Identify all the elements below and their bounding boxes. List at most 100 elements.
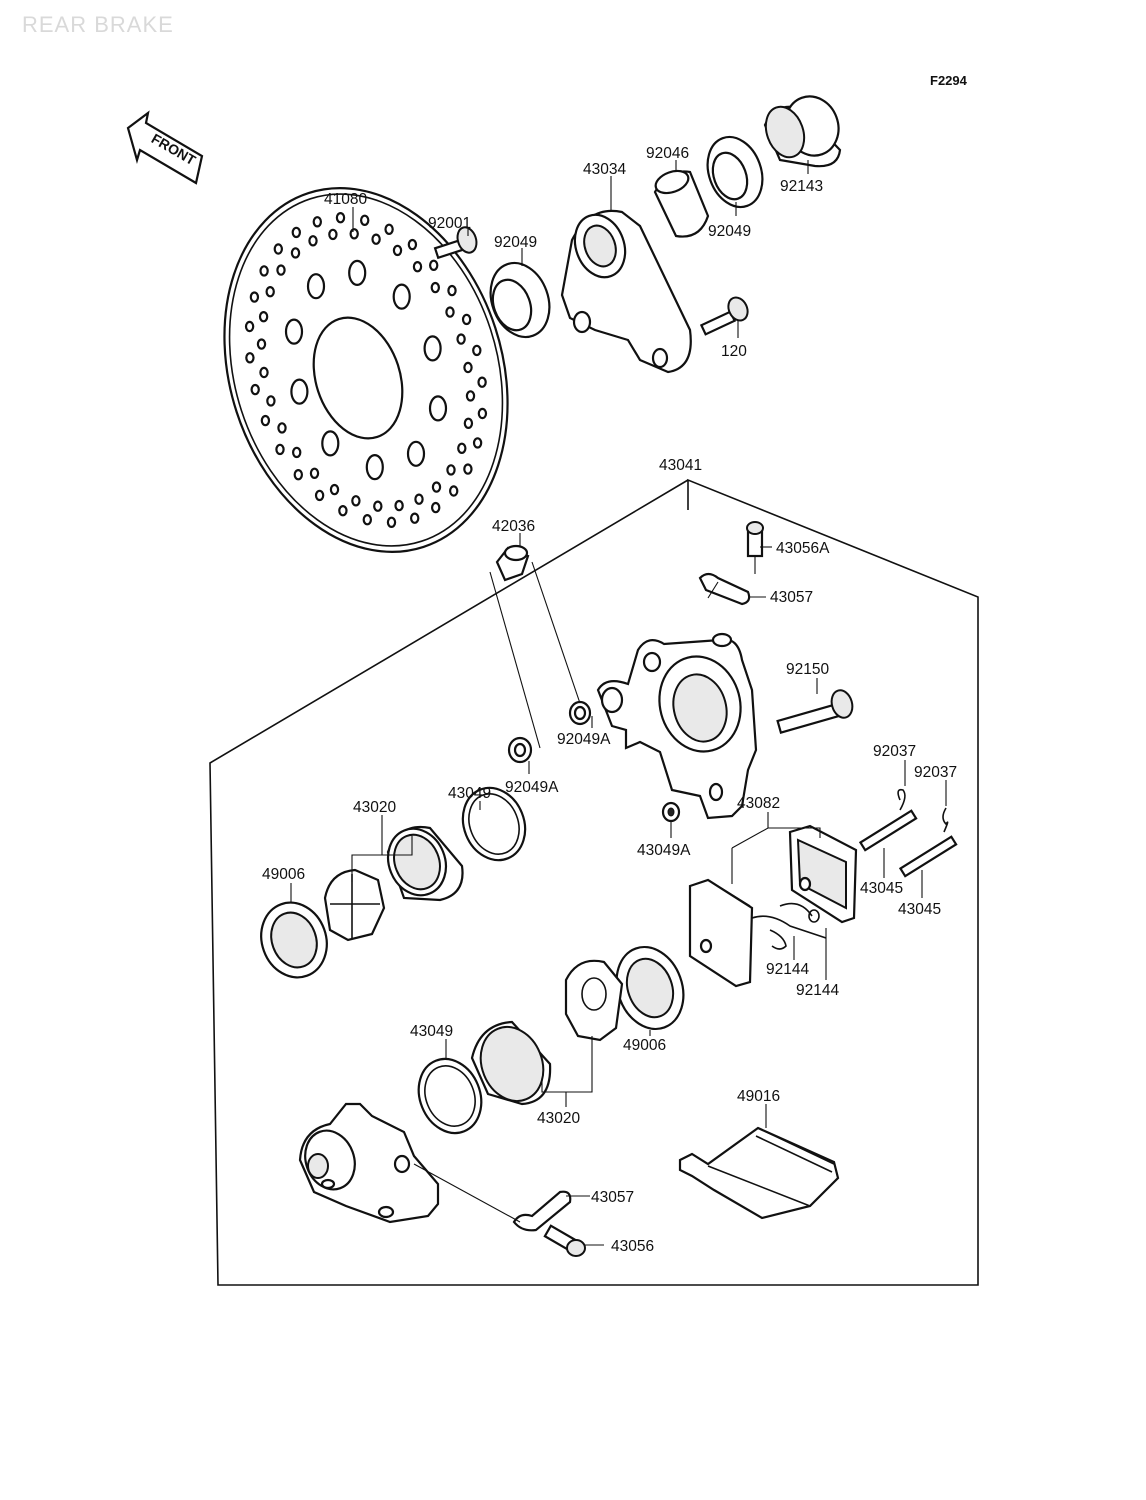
bushing-92143 [763,95,842,168]
bush-42036 [489,544,586,749]
disc-drill-hole [414,493,424,505]
disc-drill-hole [275,443,285,456]
disc-drill-hole [273,243,283,255]
label-43020-lower: 43020 [537,1110,580,1127]
disc-drill-hole [362,514,372,526]
disc-drill-hole [309,467,320,479]
pad-pin-left [858,809,918,852]
brake-disc [223,187,509,553]
label-43082: 43082 [737,795,780,812]
disc-drill-hole [371,233,381,245]
label-92049A-right: 92049A [557,731,611,748]
label-43049A: 43049A [637,842,691,859]
disc-drill-hole [463,417,474,429]
disc-drill-hole [463,361,473,374]
disc-drill-hole [351,495,361,507]
front-arrow-icon: FRONT [126,110,204,185]
disc-drill-hole [335,211,346,224]
bleeder-cap-top [698,572,751,606]
disc-drill-hole [259,366,269,379]
leader-lines [290,160,947,1246]
disc-drill-hole [446,464,456,476]
label-92037-left: 92037 [873,743,916,760]
pad-spring-upper [751,915,827,950]
label-43057-lower: 43057 [591,1189,634,1206]
disc-drill-hole [292,446,302,459]
disc-drill-hole [386,516,397,529]
disc-drill-hole [328,228,338,241]
bleeder-cap-lower [512,1190,572,1232]
disc-drill-hole [314,489,325,502]
disc-drill-hole [260,414,271,427]
brake-pad-rear [788,824,858,924]
seal-92049-right [706,135,764,209]
label-92037-right: 92037 [914,764,957,781]
disc-drill-hole [259,265,269,277]
disc-drill-hole [373,500,383,512]
disc-vent-hole [423,335,442,362]
disc-drill-hole [312,216,322,228]
label-92049A-left: 92049A [505,779,559,796]
retaining-clip-left [897,788,906,811]
disc-vent-hole [348,259,367,286]
seal-92049A-right [568,700,592,726]
figure-code: F2294 [930,73,967,88]
label-92144-lower: 92144 [796,982,839,999]
disc-drill-hole [457,442,467,454]
disc-drill-hole [276,264,286,276]
label-43034: 43034 [583,161,626,178]
piston-lower [470,959,624,1106]
disc-drill-hole [431,481,442,493]
page-title: REAR BRAKE [22,12,174,37]
label-43045-right: 43045 [898,901,941,918]
disc-drill-hole [245,352,255,364]
disc-vent-hole [365,454,384,481]
disc-drill-hole [266,395,276,407]
disc-drill-hole [360,214,370,226]
disc-drill-hole [256,338,267,350]
disc-drill-hole [412,261,423,273]
piston-seal-upper [461,786,527,862]
label-92046: 92046 [646,145,689,162]
disc-holes [244,211,488,529]
disc-vent-hole [406,440,426,467]
disc-drill-hole [447,284,457,297]
retaining-clip-right [942,807,949,833]
part-labels: 41080 92001 92049 43034 92046 92049 9214… [262,145,957,1255]
seal-92049A-left [507,736,533,764]
label-49006-upper: 49006 [262,866,305,883]
disc-drill-hole [250,383,260,396]
disc-drill-hole [277,422,287,434]
label-92143: 92143 [780,178,823,195]
label-92150: 92150 [786,661,829,678]
disc-vent-hole [428,395,448,422]
disc-drill-hole [293,469,303,481]
label-92144-upper: 92144 [766,961,809,978]
disc-drill-hole [338,505,348,517]
caliper-body-lower [298,1102,440,1224]
pad-spring-plate [678,1126,840,1220]
disc-drill-hole [449,485,459,497]
label-120: 120 [721,343,747,360]
label-42036: 42036 [492,518,535,535]
piston-upper [323,825,464,942]
disc-drill-hole [244,320,255,333]
label-92049-right: 92049 [708,223,751,240]
seal-92049-left [489,261,551,339]
label-43049-lower: 43049 [410,1023,453,1040]
disc-drill-hole [477,407,488,420]
caliper-assembly-outline [209,478,979,1286]
label-43056: 43056 [611,1238,654,1255]
plug-43049A [661,801,681,823]
label-43041: 43041 [659,457,702,474]
label-43056A: 43056A [776,540,830,557]
label-43020-upper: 43020 [353,799,396,816]
disc-drill-hole [384,223,394,235]
bolt-120 [699,296,749,336]
disc-drill-hole [461,313,472,326]
disc-vent-hole [284,318,304,345]
disc-drill-hole [429,259,439,271]
pad-spring-lower [779,902,820,923]
label-49016: 49016 [737,1088,780,1105]
